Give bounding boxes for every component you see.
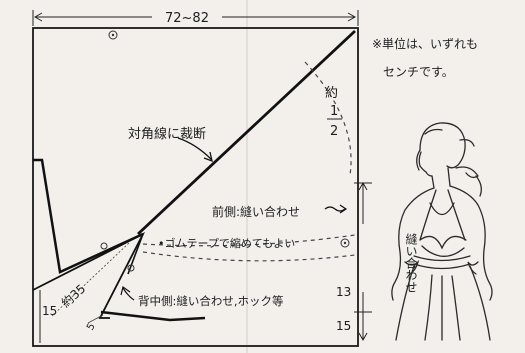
right-measure-a: 13 — [336, 285, 351, 299]
approx-frac-num: 1 — [330, 104, 338, 119]
diagonal-cut-label: 対角線に裁断 — [128, 126, 206, 142]
left-cutout-lines — [32, 158, 206, 322]
unit-note-line2: センチです。 — [383, 65, 454, 79]
mark-circle-b — [127, 264, 135, 272]
left-measure-label: 15 — [42, 304, 57, 318]
right-dimension — [354, 181, 372, 342]
approx-prefix: 約 — [325, 86, 338, 101]
elastic-dashed-line-lower — [142, 251, 356, 262]
unit-note-line1: ※単位は、いずれも — [372, 36, 478, 51]
back-seam-label: 背中側:縫い合わせ,ホック等 — [138, 294, 284, 308]
elastic-label: •ゴムテープで縮めてもよい — [158, 236, 295, 250]
front-seam-label: 前側:縫い合わせ — [212, 204, 300, 219]
approx-frac-den: 2 — [330, 124, 338, 139]
diagonal-cut-line — [137, 29, 356, 236]
half-curve-dashed — [304, 61, 352, 176]
diag-measure-line — [51, 241, 131, 317]
fold-mark-right-dot — [343, 241, 347, 245]
fabric-outline — [32, 27, 359, 347]
small-measure-label: 5 — [85, 321, 98, 332]
top-dimension — [32, 10, 359, 26]
front-seam-arrow — [324, 206, 346, 212]
fold-mark-right — [340, 238, 350, 248]
diagonal-label-arrow — [177, 137, 213, 161]
fold-mark-top — [108, 30, 118, 40]
back-seam-arrow — [122, 287, 135, 301]
elastic-dashed-line — [142, 234, 356, 247]
top-measure-label: 72~82 — [165, 11, 209, 26]
mark-circle-a — [100, 242, 108, 250]
right-measure-b: 15 — [336, 319, 351, 333]
woman-illustration — [391, 122, 493, 341]
fold-mark-top-dot — [111, 33, 115, 37]
small-measure-line — [87, 314, 104, 324]
